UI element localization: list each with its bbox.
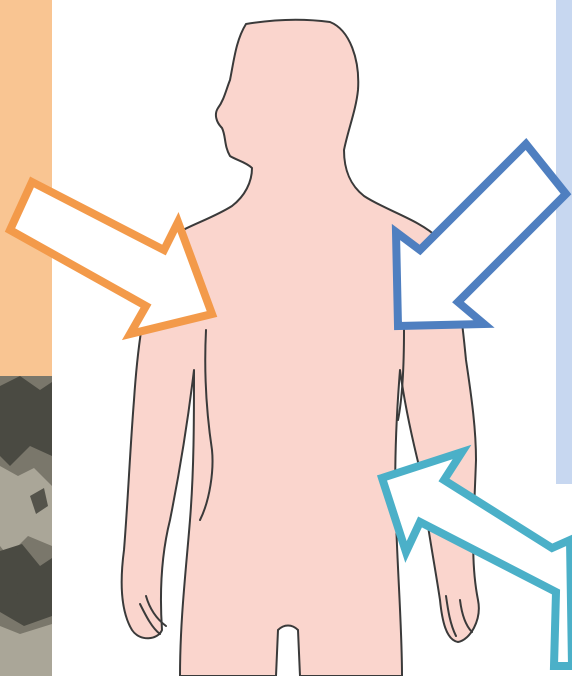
teal-arrow (382, 452, 572, 666)
orange-arrow (10, 182, 212, 334)
human-body-silhouette (122, 20, 479, 676)
